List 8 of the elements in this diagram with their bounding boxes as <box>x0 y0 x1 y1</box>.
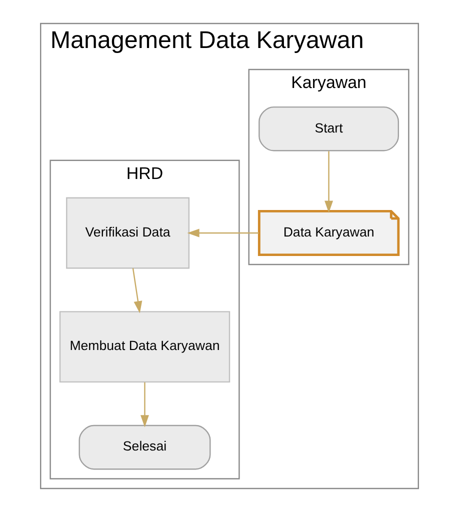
node-box: Selesai <box>78 424 211 470</box>
arrow <box>187 228 259 237</box>
arrow <box>132 268 142 313</box>
node-box: Membuat Data Karyawan <box>59 310 230 382</box>
node-box: Start <box>258 106 399 151</box>
arrow <box>140 382 149 427</box>
node-box: Verifikasi Data <box>66 196 190 268</box>
arrow <box>324 150 334 212</box>
